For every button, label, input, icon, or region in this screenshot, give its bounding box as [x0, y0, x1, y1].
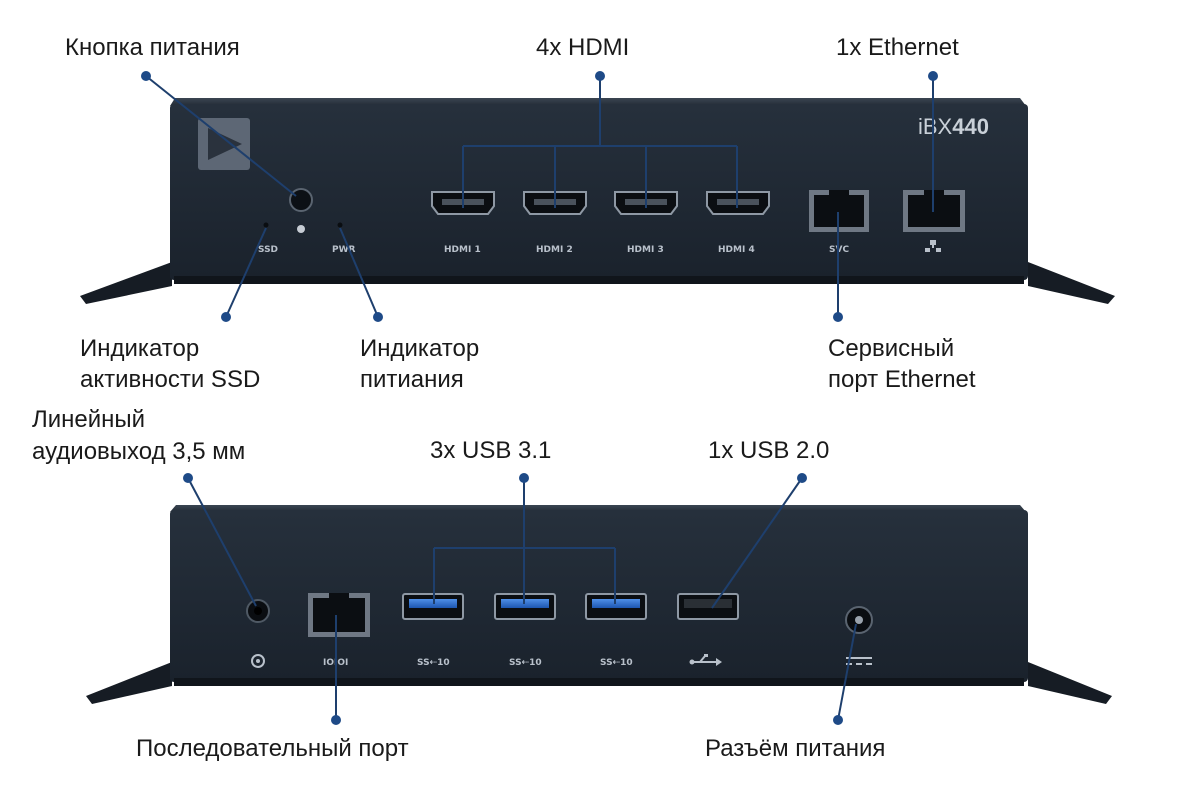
- leader-power-button: [145, 75, 297, 197]
- leader-audio: [187, 477, 257, 607]
- pwr-led: [337, 222, 343, 228]
- dot-ethernet: [928, 71, 938, 81]
- front-right-flange: [1028, 262, 1115, 304]
- rear-unit: IOIOI SS⇠10 SS⇠10 SS⇠10: [86, 505, 1112, 704]
- ssd-led-label: SSD: [258, 245, 278, 255]
- callout-ssd-led-line2: активности SSD: [80, 366, 260, 393]
- callout-power-button: Кнопка питания: [65, 34, 240, 61]
- callout-svc-port-line1: Сервисный: [828, 335, 954, 362]
- usb31-port-1-label: SS⇠10: [417, 658, 450, 668]
- usb31-port-2-label: SS⇠10: [509, 658, 542, 668]
- callout-pwr-led-line1: Индикатор: [360, 335, 479, 362]
- callout-ethernet: 1x Ethernet: [836, 34, 959, 61]
- dot-hdmi: [595, 71, 605, 81]
- leader-lines: [141, 71, 938, 725]
- hdmi-port-1-label: HDMI 1: [444, 245, 481, 255]
- dot-usb31: [519, 473, 529, 483]
- headphone-icon: [251, 654, 265, 668]
- serial-port[interactable]: [308, 593, 370, 637]
- brand-logo-icon: [198, 118, 250, 170]
- callout-audio-line1: Линейный: [32, 406, 145, 433]
- svg-text:iBX440: iBX440: [918, 114, 989, 139]
- rear-bottom-edge: [174, 678, 1024, 686]
- power-button[interactable]: [289, 188, 313, 212]
- front-panel: [170, 104, 1028, 280]
- front-unit: iBX440 SSD PWR HDMI 1 HDMI 2 HDMI 3: [80, 98, 1115, 304]
- power-jack-pin: [855, 616, 863, 624]
- front-left-flange: [80, 262, 172, 304]
- rear-left-flange: [86, 662, 172, 704]
- network-icon: [925, 240, 941, 252]
- callout-hdmi: 4x HDMI: [536, 34, 629, 61]
- callout-ssd-led-line1: Индикатор: [80, 335, 199, 362]
- dot-power-button: [141, 71, 151, 81]
- hdmi-port-2-label: HDMI 2: [536, 245, 573, 255]
- dot-audio: [183, 473, 193, 483]
- callout-pwr-led-line2: питиания: [360, 366, 464, 393]
- dot-pwr-led: [373, 312, 383, 322]
- dot-ssd-led: [221, 312, 231, 322]
- callout-audio-line2: аудиовыход 3,5 мм: [32, 438, 245, 465]
- brand-prefix: iBX: [918, 114, 953, 139]
- svc-port-label: SVC: [829, 245, 849, 255]
- dot-usb20: [797, 473, 807, 483]
- dot-serial: [331, 715, 341, 725]
- callout-usb20: 1x USB 2.0: [708, 437, 829, 464]
- callout-power-jack: Разъём питания: [705, 735, 885, 762]
- callout-svc-port-line2: порт Ethernet: [828, 366, 976, 393]
- callout-serial: Последовательный порт: [136, 735, 409, 762]
- leader-power-jack: [837, 623, 857, 721]
- front-bottom-edge: [174, 276, 1024, 284]
- power-symbol-icon: [297, 225, 305, 233]
- audio-jack-inner: [254, 607, 262, 615]
- ssd-led: [263, 222, 269, 228]
- pwr-led-label: PWR: [332, 245, 356, 255]
- leader-pwr-led: [339, 227, 379, 318]
- rear-right-flange: [1028, 662, 1112, 704]
- dot-svc-port: [833, 312, 843, 322]
- hdmi-port-4-label: HDMI 4: [718, 245, 755, 255]
- usb-symbol-icon: [689, 654, 722, 666]
- brand-model: 440: [952, 114, 989, 139]
- leader-ssd-led: [225, 227, 267, 318]
- hdmi-port-3-label: HDMI 3: [627, 245, 664, 255]
- usb31-port-3-label: SS⇠10: [600, 658, 633, 668]
- usb20-port[interactable]: [677, 593, 739, 620]
- callout-usb31: 3x USB 3.1: [430, 437, 551, 464]
- callout-labels: Кнопка питания 4x HDMI 1x Ethernet Индик…: [32, 34, 976, 762]
- leader-usb20: [711, 477, 803, 609]
- dot-power-jack: [833, 715, 843, 725]
